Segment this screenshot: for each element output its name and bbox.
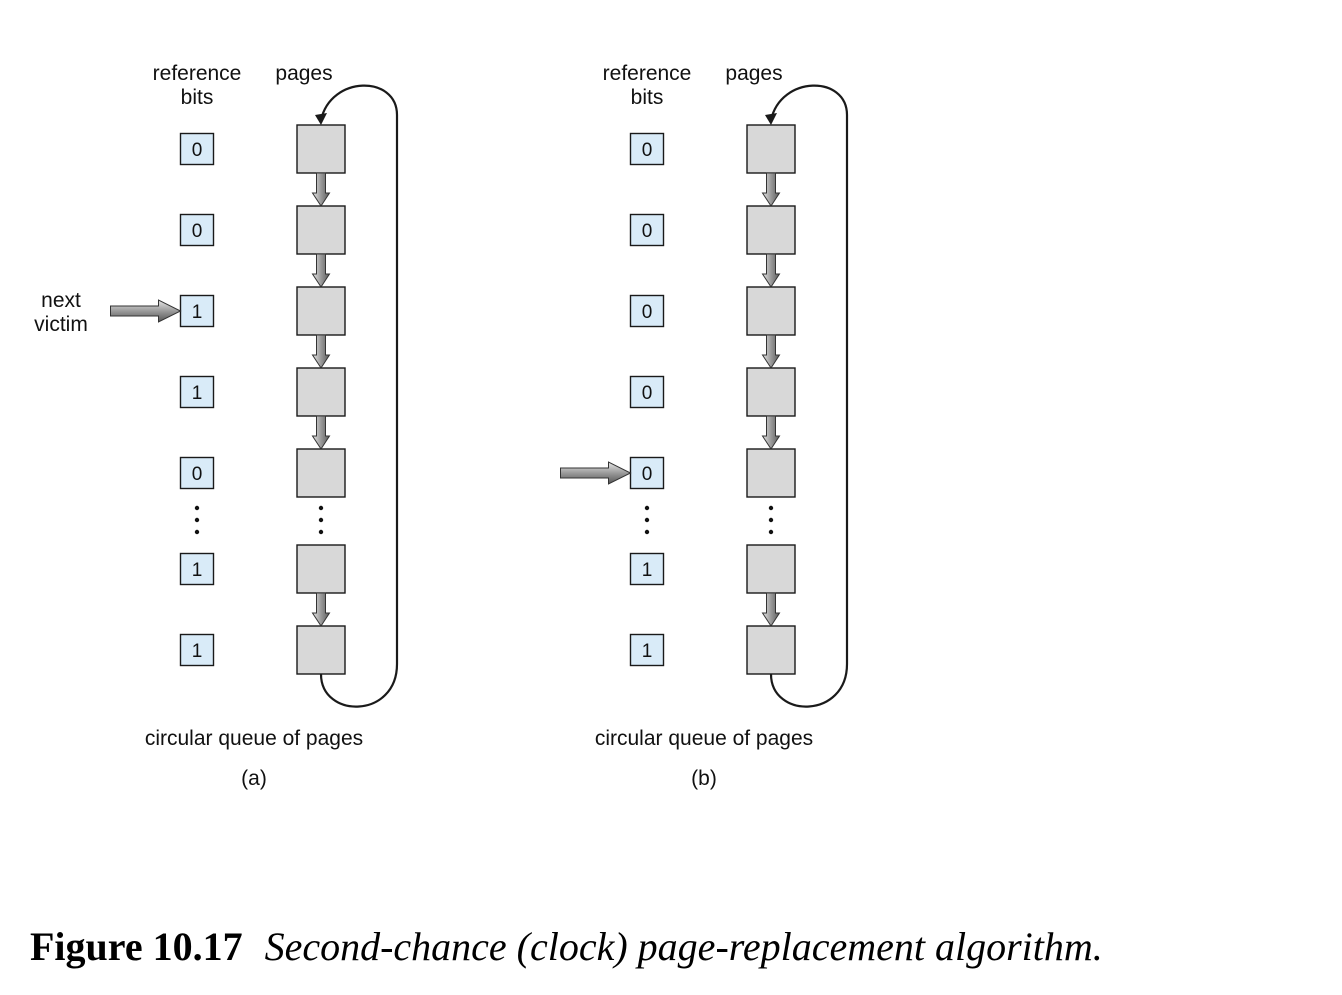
header-reference-line: reference bbox=[153, 62, 242, 85]
page-link-arrow bbox=[311, 592, 331, 627]
ellipsis-dot bbox=[194, 505, 200, 511]
next-victim-line: victim bbox=[34, 313, 88, 336]
reference-bit-box bbox=[629, 213, 665, 247]
pages-ellipsis bbox=[768, 505, 774, 535]
page-link-arrow bbox=[761, 253, 781, 288]
reference-bit-value: 0 bbox=[192, 140, 203, 161]
header-reference-line: bits bbox=[631, 86, 664, 109]
page-link-arrow bbox=[761, 334, 781, 369]
ellipsis-dot bbox=[318, 529, 324, 535]
loop-arrowhead bbox=[315, 113, 327, 125]
panel-label: (b) bbox=[691, 767, 717, 790]
reference-bit-value: 0 bbox=[192, 221, 203, 242]
reference-bit-box bbox=[179, 375, 215, 409]
panel-label: (a) bbox=[241, 767, 267, 790]
reference-bit-box bbox=[629, 132, 665, 166]
reference-bit-value: 1 bbox=[192, 383, 203, 404]
reference-bit-value: 0 bbox=[642, 140, 653, 161]
reference-bit-value: 0 bbox=[192, 464, 203, 485]
next-victim-line: next bbox=[41, 289, 81, 312]
queue-label: circular queue of pages bbox=[595, 727, 813, 750]
reference-bit-value: 0 bbox=[642, 464, 653, 485]
page-frame bbox=[296, 448, 346, 498]
page-link-arrow bbox=[761, 172, 781, 207]
queue-label: circular queue of pages bbox=[145, 727, 363, 750]
page-frame bbox=[296, 544, 346, 594]
page-frame bbox=[746, 448, 796, 498]
clock-hand-arrow bbox=[560, 461, 632, 485]
header-pages: pages bbox=[725, 62, 782, 85]
page-frame bbox=[746, 205, 796, 255]
page-frame bbox=[746, 544, 796, 594]
header-pages: pages bbox=[275, 62, 332, 85]
reference-bit-box bbox=[179, 213, 215, 247]
circular-queue-loop bbox=[319, 84, 399, 708]
bits-ellipsis bbox=[194, 505, 200, 535]
page-frame bbox=[296, 124, 346, 174]
caption-number: Figure 10.17 bbox=[30, 924, 243, 969]
ellipsis-dot bbox=[318, 505, 324, 511]
ellipsis-dot bbox=[644, 529, 650, 535]
page-frame bbox=[746, 286, 796, 336]
reference-bit-box bbox=[179, 132, 215, 166]
page-link-arrow bbox=[761, 415, 781, 450]
page-link-arrow bbox=[311, 253, 331, 288]
page-frame bbox=[296, 625, 346, 675]
reference-bit-box bbox=[629, 552, 665, 586]
ellipsis-dot bbox=[768, 505, 774, 511]
reference-bit-box bbox=[629, 633, 665, 667]
reference-bit-box bbox=[629, 375, 665, 409]
page-frame bbox=[296, 205, 346, 255]
reference-bit-box bbox=[629, 456, 665, 490]
reference-bit-box bbox=[179, 456, 215, 490]
caption-text: Second-chance (clock) page-replacement a… bbox=[265, 924, 1103, 969]
page-frame bbox=[746, 625, 796, 675]
header-reference-line: reference bbox=[603, 62, 692, 85]
page-frame bbox=[746, 124, 796, 174]
reference-bit-value: 0 bbox=[642, 383, 653, 404]
ellipsis-dot bbox=[768, 517, 774, 523]
reference-bit-value: 0 bbox=[642, 221, 653, 242]
ellipsis-dot bbox=[194, 529, 200, 535]
page-link-arrow bbox=[761, 592, 781, 627]
page-frame bbox=[746, 367, 796, 417]
page-link-arrow bbox=[311, 334, 331, 369]
reference-bit-value: 1 bbox=[192, 641, 203, 662]
reference-bit-value: 1 bbox=[192, 560, 203, 581]
reference-bit-box bbox=[179, 633, 215, 667]
pages-ellipsis bbox=[318, 505, 324, 535]
page-link-arrow bbox=[311, 172, 331, 207]
page-frame bbox=[296, 286, 346, 336]
bits-ellipsis bbox=[644, 505, 650, 535]
figure-caption: Figure 10.17 Second-chance (clock) page-r… bbox=[30, 924, 1103, 969]
loop-arrowhead bbox=[765, 113, 777, 125]
ellipsis-dot bbox=[644, 505, 650, 511]
ellipsis-dot bbox=[194, 517, 200, 523]
page-frame bbox=[296, 367, 346, 417]
reference-bit-value: 1 bbox=[642, 560, 653, 581]
circular-queue-loop bbox=[769, 84, 849, 708]
ellipsis-dot bbox=[318, 517, 324, 523]
ellipsis-dot bbox=[644, 517, 650, 523]
page-link-arrow bbox=[311, 415, 331, 450]
reference-bit-value: 0 bbox=[642, 302, 653, 323]
reference-bit-value: 1 bbox=[642, 641, 653, 662]
reference-bit-box bbox=[179, 552, 215, 586]
clock-hand-arrow bbox=[110, 299, 182, 323]
ellipsis-dot bbox=[768, 529, 774, 535]
reference-bit-value: 1 bbox=[192, 302, 203, 323]
header-reference-line: bits bbox=[181, 86, 214, 109]
reference-bit-box bbox=[629, 294, 665, 328]
reference-bit-box bbox=[179, 294, 215, 328]
